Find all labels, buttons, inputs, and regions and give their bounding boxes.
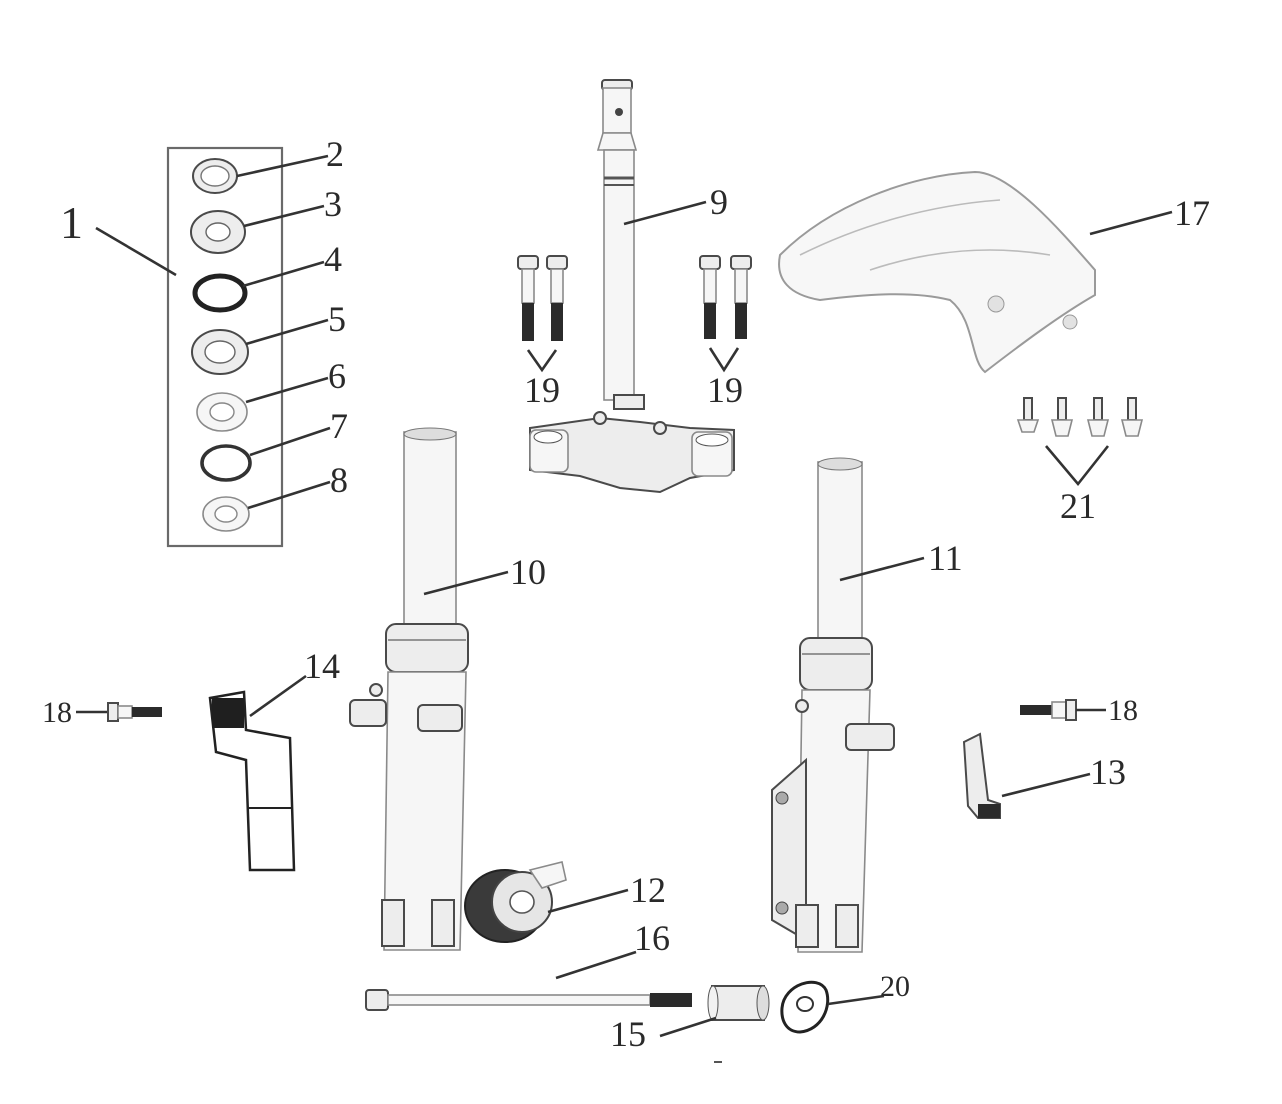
callout-9: 9 xyxy=(710,182,728,222)
speedometer-drive: 12 xyxy=(464,861,666,943)
axle-washer: 20 xyxy=(780,970,910,1034)
bearing-ring-8 xyxy=(202,496,250,532)
callout-15: 15 xyxy=(610,1014,646,1054)
callout-14: 14 xyxy=(304,646,340,686)
callout-6: 6 xyxy=(328,356,346,396)
axle-spacer: 15 xyxy=(610,985,770,1054)
callout-12: 12 xyxy=(630,870,666,910)
right-fork-leg: 11 xyxy=(771,457,963,953)
brake-line-bracket-14: 14 xyxy=(208,646,340,872)
bearing-kit-group: 1 2 3 4 5 6 7 8 xyxy=(60,134,348,548)
callout-1: 1 xyxy=(60,197,83,248)
callout-5: 5 xyxy=(328,299,346,339)
callout-7: 7 xyxy=(330,406,348,446)
callout-19-right: 19 xyxy=(707,370,743,410)
bearing-ring-5 xyxy=(191,329,249,375)
callout-13: 13 xyxy=(1090,752,1126,792)
bearing-ring-2 xyxy=(192,158,238,194)
bearing-ring-7 xyxy=(200,444,252,482)
callout-18-left: 18 xyxy=(42,696,72,729)
bracket-bolt-left: 18 xyxy=(42,696,162,729)
bearing-ring-4 xyxy=(192,273,248,313)
front-axle: 16 xyxy=(365,918,692,1011)
bracket-13: 13 xyxy=(962,732,1126,819)
callout-3: 3 xyxy=(324,184,342,224)
callout-21: 21 xyxy=(1060,486,1096,526)
callout-8: 8 xyxy=(330,460,348,500)
left-fork-leg: 10 xyxy=(349,427,546,951)
bearing-kit-frame xyxy=(166,146,284,548)
bearing-ring-6 xyxy=(196,392,248,432)
callout-2: 2 xyxy=(326,134,344,174)
bracket-bolt-right: 18 xyxy=(1020,694,1138,727)
clamp-bolts-left: 19 xyxy=(517,255,568,410)
callout-4: 4 xyxy=(324,239,342,279)
fender-bolts: 21 xyxy=(1016,397,1144,526)
callout-18-right: 18 xyxy=(1108,694,1138,727)
front-fender: 17 xyxy=(778,170,1210,374)
callout-19-left: 19 xyxy=(524,370,560,410)
callout-11: 11 xyxy=(928,538,963,578)
callout-20: 20 xyxy=(880,970,910,1003)
callout-16: 16 xyxy=(634,918,670,958)
callout-17: 17 xyxy=(1174,193,1210,233)
callout-10: 10 xyxy=(510,552,546,592)
steering-stem: 9 xyxy=(529,79,735,494)
bearing-ring-3 xyxy=(190,210,246,254)
clamp-bolts-right: 19 xyxy=(699,255,752,410)
